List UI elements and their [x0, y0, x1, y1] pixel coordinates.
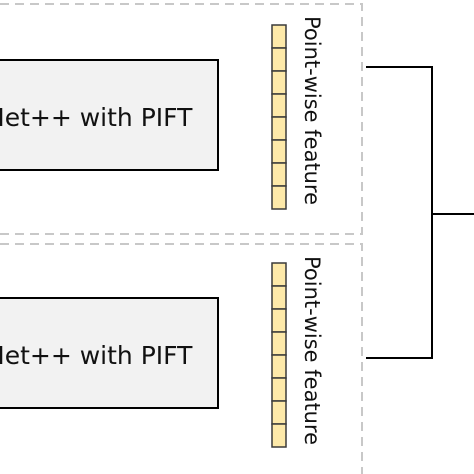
branch-1-module-label: Net++ with PIFT	[0, 103, 193, 132]
feature-cell	[271, 139, 287, 164]
feature-cell	[271, 162, 287, 187]
feature-cell	[271, 93, 287, 118]
branch-2-feature-vector	[271, 262, 287, 448]
feature-cell	[271, 24, 287, 49]
feature-cell	[271, 377, 287, 402]
feature-cell	[271, 354, 287, 379]
branch-1-feature-vector	[271, 24, 287, 210]
feature-cell	[271, 285, 287, 310]
branch-1-feature-label: Point-wise feature	[300, 16, 324, 205]
branch-1-dashed-group	[0, 3, 363, 235]
branch-1-module-box	[0, 59, 219, 171]
feature-cell	[271, 70, 287, 95]
feature-cell	[271, 331, 287, 356]
feature-cell	[271, 400, 287, 425]
branch-2-dashed-group	[0, 243, 363, 474]
branch-2-module-label: Net++ with PIFT	[0, 341, 193, 370]
merge-connector	[366, 66, 474, 359]
feature-cell	[271, 262, 287, 287]
branch-2-feature-label: Point-wise feature	[300, 256, 324, 445]
feature-cell	[271, 308, 287, 333]
branch-2-module-box	[0, 297, 219, 409]
feature-cell	[271, 423, 287, 448]
feature-cell	[271, 47, 287, 72]
feature-cell	[271, 185, 287, 210]
feature-cell	[271, 116, 287, 141]
